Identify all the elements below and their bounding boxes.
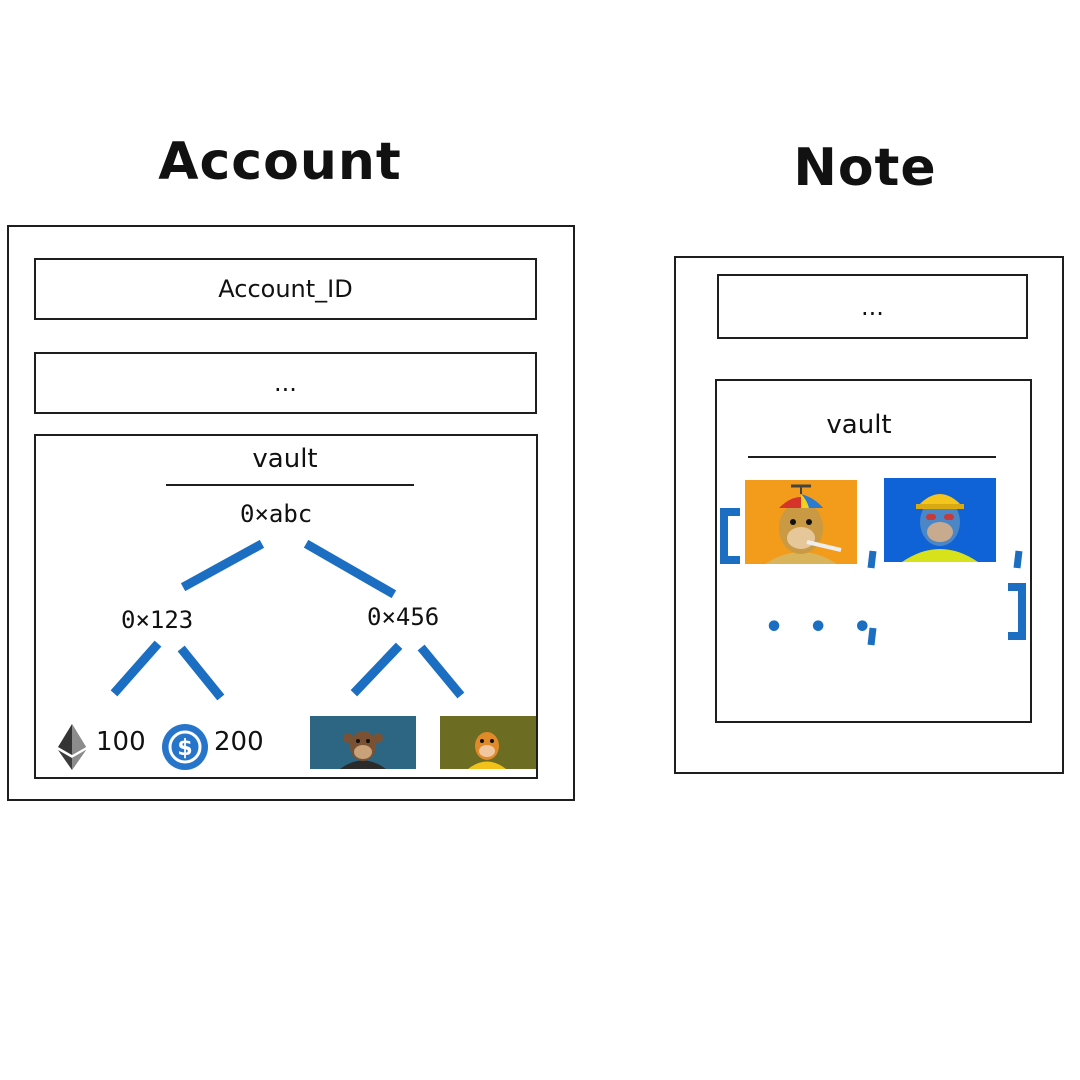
account-vault-label: vault [252, 444, 318, 474]
edge-root-left [180, 539, 265, 592]
note-ellipsis-field: ... [717, 274, 1028, 339]
svg-text:$: $ [177, 736, 192, 761]
account-ellipsis-field: ... [34, 352, 537, 414]
edge-left-usdc [177, 645, 225, 701]
edge-left-eth [110, 640, 162, 697]
note-vault-label: vault [826, 410, 892, 440]
comma-2 [1013, 550, 1023, 569]
note-list-ellipsis: • • • [765, 610, 876, 645]
vault-divider [166, 484, 414, 486]
left-hash: 0×123 [121, 606, 194, 634]
comma-1 [867, 550, 877, 569]
account-id-label: Account_ID [218, 275, 353, 303]
nft-ape-olive [440, 716, 536, 769]
account-title: Account [158, 132, 402, 192]
edge-right-nft2 [417, 644, 465, 699]
usdc-amount: 200 [214, 727, 264, 757]
note-title: Note [793, 138, 937, 198]
comma-3 [867, 627, 877, 646]
note-vault-divider [748, 456, 996, 458]
usdc-icon: $ [162, 724, 208, 770]
root-hash: 0×abc [240, 500, 313, 528]
note-ellipsis-label: ... [861, 292, 884, 321]
right-hash: 0×456 [367, 603, 440, 631]
account-id-field: Account_ID [34, 258, 537, 320]
eth-amount: 100 [96, 727, 146, 757]
close-bracket [1008, 583, 1026, 640]
nft-ape-teal [310, 716, 416, 769]
edge-root-right [303, 539, 397, 599]
open-bracket [720, 508, 740, 564]
account-ellipsis-label: ... [274, 369, 297, 397]
ethereum-icon [58, 724, 86, 770]
nft-ape-hardhat [884, 478, 996, 562]
nft-ape-propeller [745, 480, 857, 564]
edge-right-nft1 [350, 642, 403, 697]
